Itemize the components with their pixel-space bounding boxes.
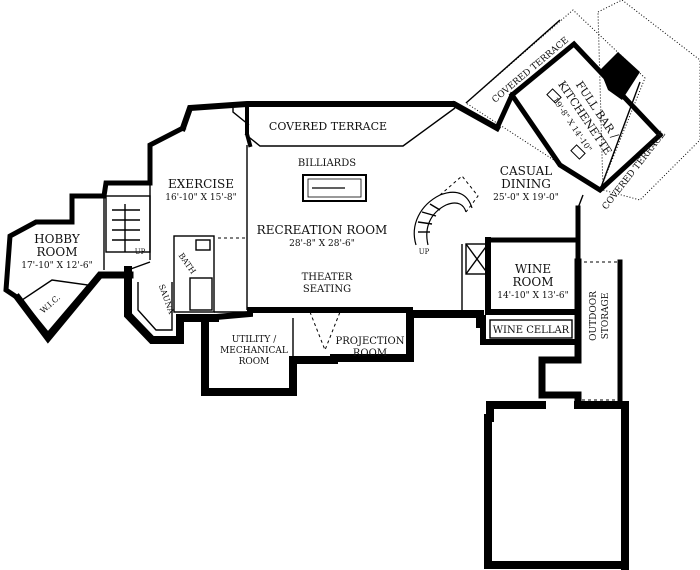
casual-dining-1: CASUAL (500, 164, 552, 178)
hobby-room-name-2: ROOM (37, 245, 78, 259)
projection-room-1: PROJECTION (336, 336, 405, 347)
theater-seating-1: THEATER (302, 272, 353, 283)
exercise-size: 16'-10" X 15'-8" (165, 193, 237, 203)
casual-dining-size: 25'-0" X 19'-0" (493, 193, 559, 203)
wine-room-size: 14'-10" X 13'-6" (497, 291, 569, 301)
stair-up-center: UP (419, 248, 430, 256)
wine-cellar-label: WINE CELLAR (493, 325, 570, 336)
recreation-room-size: 28'-8" X 28'-6" (289, 239, 355, 249)
casual-dining-2: DINING (501, 177, 551, 191)
utility-2: MECHANICAL (220, 346, 288, 356)
spiral-stair (413, 175, 479, 246)
covered-terrace-right: COVERED TERRACE (601, 130, 668, 212)
theater-seating-2: SEATING (303, 284, 351, 295)
bar-kitchenette-walls (508, 40, 664, 194)
recreation-room-name: RECREATION ROOM (257, 223, 388, 237)
wine-room-2: ROOM (513, 275, 554, 289)
interior-partitions (103, 145, 620, 401)
exercise-name: EXERCISE (168, 177, 234, 191)
sauna-label: SAUNA (157, 283, 176, 315)
bath-label: BATH (177, 251, 198, 275)
billiard-table (302, 174, 367, 202)
exterior-walls (3, 91, 629, 570)
stair-up-left: UP (135, 248, 146, 256)
covered-terrace-top: COVERED TERRACE (269, 120, 387, 133)
utility-3: ROOM (239, 357, 270, 367)
utility-1: UTILITY / (232, 335, 277, 345)
fireplace (600, 52, 640, 100)
outdoor-storage-2: STORAGE (601, 293, 611, 340)
hobby-room-size: 17'-10" X 12'-6" (21, 261, 93, 271)
wine-room-1: WINE (515, 262, 551, 276)
billiards-label: BILLIARDS (298, 158, 356, 169)
outdoor-storage-1: OUTDOOR (589, 291, 599, 341)
hobby-room-name-1: HOBBY (34, 232, 81, 246)
wic-label: W.I.C. (39, 293, 62, 315)
projection-room-2: ROOM (353, 348, 387, 359)
